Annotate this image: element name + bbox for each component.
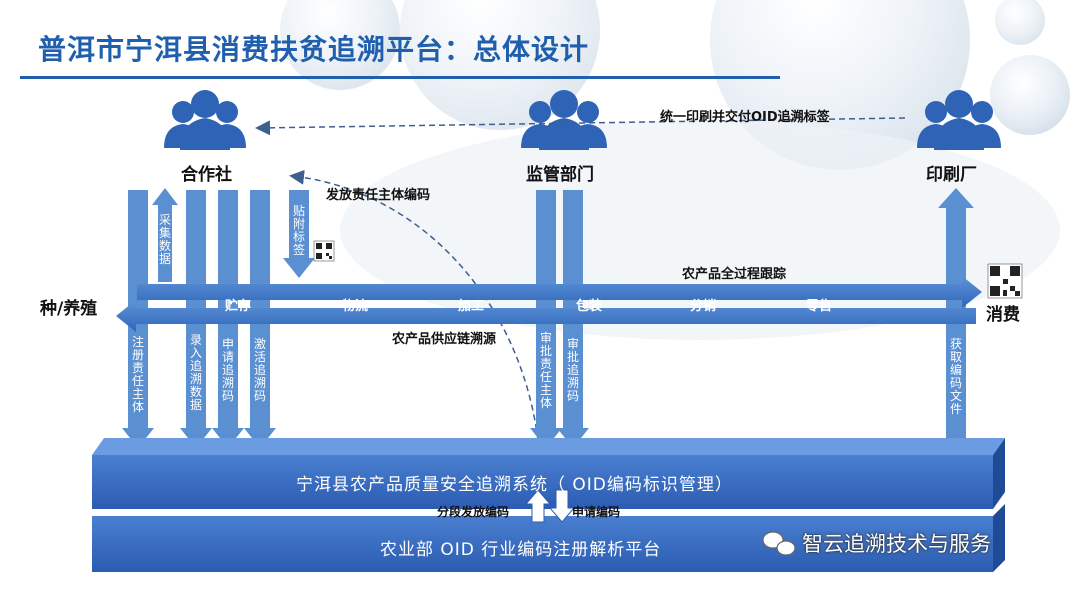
qr-code-icon-large [987, 263, 1023, 299]
apply-trace-code-label: 申请追溯码 [221, 337, 234, 403]
printer-label: 印刷厂 [926, 165, 977, 185]
stage-logistics: 物流 [342, 299, 369, 314]
title-underline [20, 76, 780, 79]
farming-label: 种/养殖 [40, 299, 98, 319]
stage-distribution: 分销 [690, 299, 717, 314]
stage-storage: 贮存 [225, 299, 252, 314]
print-deliver-note: 统一印刷并交付OID追溯标签 [660, 110, 830, 125]
page-title: 普洱市宁洱县消费扶贫追溯平台：总体设计 [38, 33, 590, 66]
register-entity-label: 注册责任主体 [131, 335, 144, 414]
get-code-file-label: 获取编码文件 [949, 337, 962, 416]
supply-trace-arrow [116, 300, 976, 332]
printer-people-icon [917, 90, 1001, 150]
wechat-icon [762, 531, 796, 556]
approve-trace-code-label: 审批追溯码 [566, 337, 579, 403]
consume-label: 消费 [986, 305, 1020, 325]
segment-issue-note: 分段发放编码 [437, 505, 510, 519]
apply-code-note: 申请编码 [572, 505, 621, 519]
print-deliver-dashed-arrow [255, 117, 906, 136]
issue-code-note: 发放责任主体编码 [326, 188, 431, 203]
stage-packaging: 包装 [576, 299, 603, 314]
full-tracking-note: 农产品全过程跟踪 [682, 267, 787, 282]
regulator-people-icon [521, 90, 607, 150]
watermark-text: 智云追溯技术与服务 [802, 532, 991, 556]
collect-data-label: 采集数据 [158, 213, 171, 266]
approve-entity-label: 审批责任主体 [539, 331, 552, 410]
qr-code-icon-small [313, 240, 335, 262]
supply-trace-note: 农产品供应链溯源 [392, 332, 497, 347]
stage-processing: 加工 [458, 299, 485, 314]
segment-issue-arrow [524, 489, 552, 523]
lower-system-bar [92, 504, 1005, 572]
upper-system-text: 宁洱县农产品质量安全追溯系统（ OID编码标识管理） [296, 475, 733, 495]
full-tracking-arrow [137, 276, 982, 308]
issue-code-dashed-arrow [289, 169, 539, 441]
attach-label-label: 贴附标签 [292, 204, 305, 257]
apply-code-arrow [548, 489, 576, 523]
enter-trace-data-label: 录入追溯数据 [189, 333, 202, 412]
cooperative-label: 合作社 [181, 165, 232, 185]
cooperative-people-icon [164, 90, 246, 150]
activate-trace-code-label: 激活追溯码 [253, 337, 266, 403]
regulator-label: 监管部门 [526, 165, 594, 185]
stage-retail: 零售 [806, 299, 833, 314]
lower-system-text: 农业部 OID 行业编码注册解析平台 [380, 540, 662, 560]
